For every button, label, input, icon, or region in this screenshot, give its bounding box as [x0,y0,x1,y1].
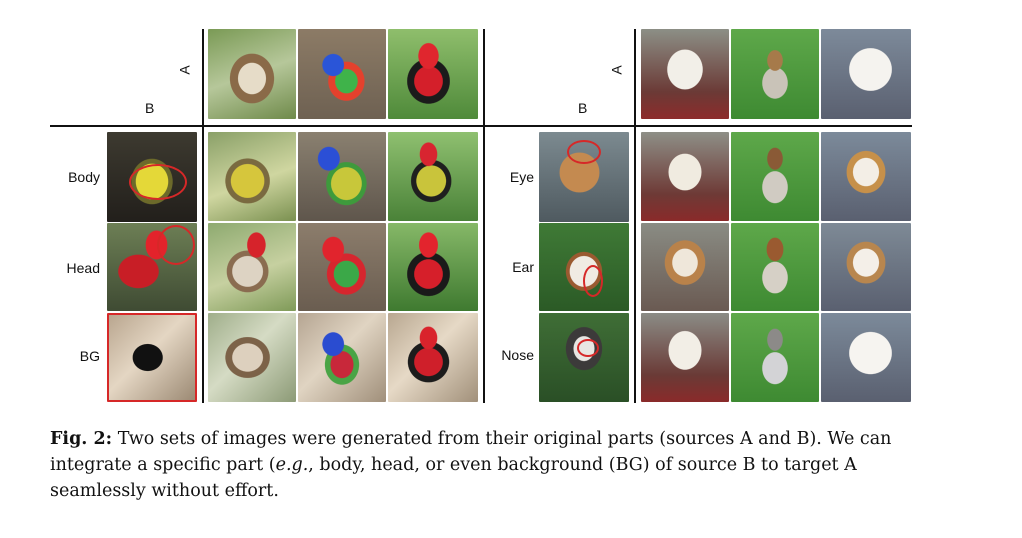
source-b-chihuahua-image [539,132,629,222]
generated-bg-3-image [388,313,478,402]
generated-bg-2-image [298,313,386,402]
row-label-eye: Eye [509,169,534,185]
generated-body-3-image [388,132,478,221]
eye-highlight-ring [567,140,601,164]
source-a-tanager-image [388,29,478,119]
source-a-westie-image [641,29,729,119]
caption-text-1: Two sets of images were generated from t… [50,429,892,475]
row-label-bg: BG [79,348,100,364]
row-label-nose: Nose [501,347,534,363]
caption-eg: e.g. [275,455,309,475]
generated-nose-3-image [821,313,911,402]
generated-nose-1-image [641,313,729,402]
source-b-yellow-bird-image [107,132,197,222]
row-label-ear: Ear [512,259,534,275]
header-a-right: A [608,65,625,75]
source-b-blackbird-image [107,313,197,402]
generated-head-2-image [298,223,386,311]
generated-ear-2-image [731,223,819,311]
source-a-samoyed-image [821,29,911,119]
header-a-left: A [176,65,193,75]
middle-vertical-divider [483,29,485,403]
source-a-sparrow-image [208,29,296,119]
generated-eye-2-image [731,132,819,221]
figure-label: Fig. 2: [50,429,113,449]
generated-ear-1-image [641,223,729,311]
header-b-right: B [578,100,588,116]
head-highlight-ring [157,225,195,265]
caption-text-2: , body, head, or even background (BG) of… [50,455,857,501]
ear-highlight-ring [583,265,603,297]
generated-nose-2-image [731,313,819,402]
generated-head-1-image [208,223,296,311]
left-vertical-divider [202,29,204,403]
header-b-left: B [145,100,155,116]
source-b-husky-image [539,313,629,402]
source-a-yorkie-image [731,29,819,119]
generated-eye-1-image [641,132,729,221]
source-b-spaniel-image [539,223,629,311]
horizontal-divider [50,125,912,127]
generated-body-2-image [298,132,386,221]
figure-caption: Fig. 2: Two sets of images were generate… [50,426,930,504]
generated-ear-3-image [821,223,911,311]
source-a-bunting-image [298,29,386,119]
generated-head-3-image [388,223,478,311]
generated-body-1-image [208,132,296,221]
generated-eye-3-image [821,132,911,221]
row-label-body: Body [68,169,100,185]
nose-highlight-ring [577,339,599,357]
source-b-cardinal-image [107,223,197,311]
body-highlight-ring [129,164,187,200]
row-label-head: Head [66,260,100,276]
right-vertical-divider [634,29,636,403]
generated-bg-1-image [208,313,296,402]
